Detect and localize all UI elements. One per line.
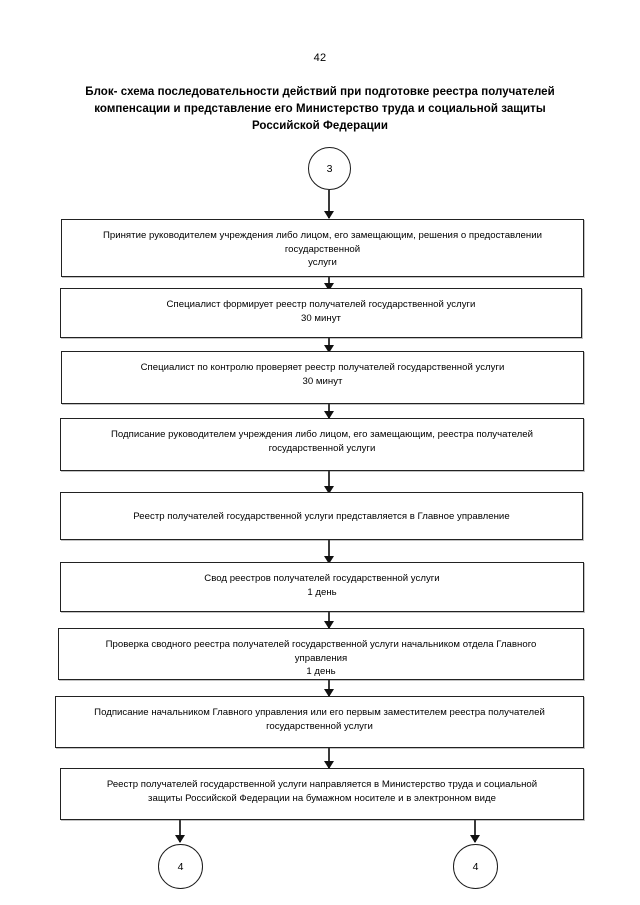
flow-step-5: Реестр получателей государственной услуг… — [60, 492, 583, 540]
page-title: Блок- схема последовательности действий … — [70, 84, 570, 135]
page-title-line-2: компенсации и представление его Министер… — [94, 103, 546, 115]
flow-step-7-line-2: управления — [294, 652, 348, 664]
exit-connector-label-2: 4 — [472, 860, 479, 873]
flow-step-3-line-1: Специалист по контролю проверяет реестр … — [140, 362, 505, 373]
flow-step-7-line-3: 1 день — [306, 666, 336, 677]
flow-step-6-line-2: 1 день — [307, 586, 337, 598]
page-title-line-3: Российской Федерации — [251, 120, 388, 132]
exit-connector-circle-1: 4 — [158, 844, 203, 889]
flow-step-1-line-1: Принятие руководителем учреждения либо л… — [102, 230, 542, 241]
arrow-step-1-to-step-2 — [328, 277, 330, 290]
flow-step-1: Принятие руководителем учреждения либо л… — [61, 219, 584, 277]
exit-connector-circle-2: 4 — [453, 844, 498, 889]
flow-step-6: Свод реестров получателей государственно… — [60, 562, 584, 612]
flow-step-1-line-2: государственной — [284, 243, 361, 255]
entry-connector-label: 3 — [326, 162, 333, 175]
flow-step-6-line-1: Свод реестров получателей государственно… — [204, 573, 440, 584]
flow-step-3: Специалист по контролю проверяет реестр … — [61, 351, 584, 404]
arrow-entry-to-step-1 — [328, 190, 330, 218]
arrow-step-8-to-step-9 — [328, 748, 330, 768]
flow-step-2-line-1: Специалист формирует реестр получателей … — [166, 299, 476, 310]
flow-step-9: Реестр получателей государственной услуг… — [60, 768, 584, 820]
flow-step-2-line-2: 30 минут — [301, 312, 341, 324]
flow-step-9-line-1: Реестр получателей государственной услуг… — [106, 779, 538, 790]
page-title-line-1: Блок- схема последовательности действий … — [85, 86, 555, 98]
flow-step-8-line-2: государственной услуги — [266, 720, 373, 732]
entry-connector-circle: 3 — [308, 147, 351, 190]
flow-step-3-line-2: 30 минут — [302, 375, 343, 387]
flow-step-8-line-1: Подписание начальником Главного управлен… — [94, 707, 545, 718]
arrow-step-9-to-exit-1 — [179, 820, 181, 842]
arrow-step-7-to-step-8 — [328, 680, 330, 696]
arrow-step-3-to-step-4 — [328, 404, 330, 418]
exit-connector-label-1: 4 — [177, 860, 184, 873]
arrow-step-6-to-step-7 — [328, 612, 330, 628]
arrow-step-5-to-step-6 — [328, 540, 330, 563]
flow-step-7: Проверка сводного реестра получателей го… — [58, 628, 584, 680]
arrow-step-9-to-exit-2 — [474, 820, 476, 842]
flow-step-7-line-1: Проверка сводного реестра получателей го… — [105, 639, 537, 650]
flow-step-4: Подписание руководителем учреждения либо… — [60, 418, 584, 471]
flow-step-5-line-1: Реестр получателей государственной услуг… — [133, 511, 510, 522]
arrow-step-2-to-step-3 — [328, 338, 330, 352]
flow-step-1-line-3: услуги — [308, 257, 337, 268]
page-number: 42 — [313, 52, 327, 64]
flow-step-8: Подписание начальником Главного управлен… — [55, 696, 584, 748]
flow-step-4-line-2: государственной услуги — [268, 442, 376, 454]
arrow-step-4-to-step-5 — [328, 471, 330, 493]
flow-step-9-line-2: защиты Российской Федерации на бумажном … — [148, 792, 496, 804]
flow-step-4-line-1: Подписание руководителем учреждения либо… — [110, 429, 533, 440]
flow-step-2: Специалист формирует реестр получателей … — [60, 288, 582, 338]
